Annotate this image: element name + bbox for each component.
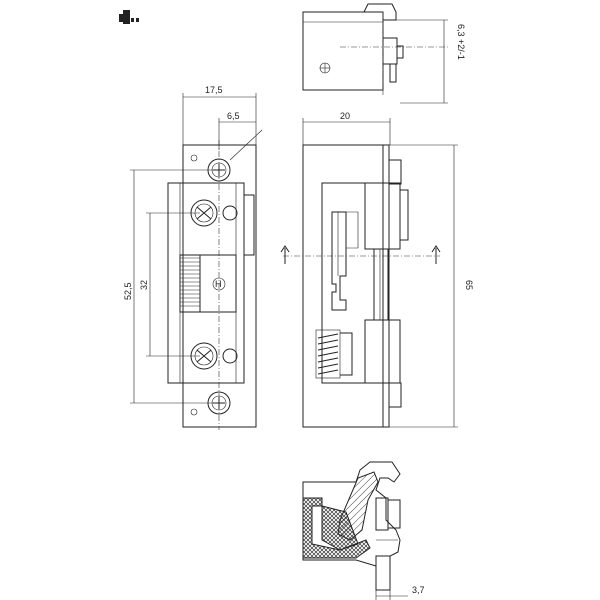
front-dimensions: 17,5 6,5 52,5 32 xyxy=(123,85,263,404)
housing xyxy=(167,182,245,384)
dim-offset-screw: 6,5 xyxy=(227,111,240,121)
h-mark: H xyxy=(215,279,222,289)
dim-adjust: 6,3 +2/-1 xyxy=(456,24,466,60)
section-view: 3,7 xyxy=(302,461,425,600)
side-dimensions: 20 65 xyxy=(302,111,474,428)
dim-bottom-offset: 3,7 xyxy=(412,585,425,595)
top-view: 6,3 +2/-1 xyxy=(302,3,466,104)
dim-height-total: 52,5 xyxy=(123,282,133,300)
dim-width-top: 17,5 xyxy=(205,85,223,95)
adjuster-block xyxy=(243,194,255,256)
security-lock-icon xyxy=(119,10,139,24)
dim-side-height: 65 xyxy=(464,280,474,290)
side-view xyxy=(280,144,441,428)
spring-icon xyxy=(315,329,353,379)
dim-side-width: 20 xyxy=(340,111,350,121)
dim-hole-spacing: 32 xyxy=(139,280,149,290)
front-view: H xyxy=(167,140,257,430)
latch-window xyxy=(179,254,237,313)
latch-slats xyxy=(180,255,201,312)
